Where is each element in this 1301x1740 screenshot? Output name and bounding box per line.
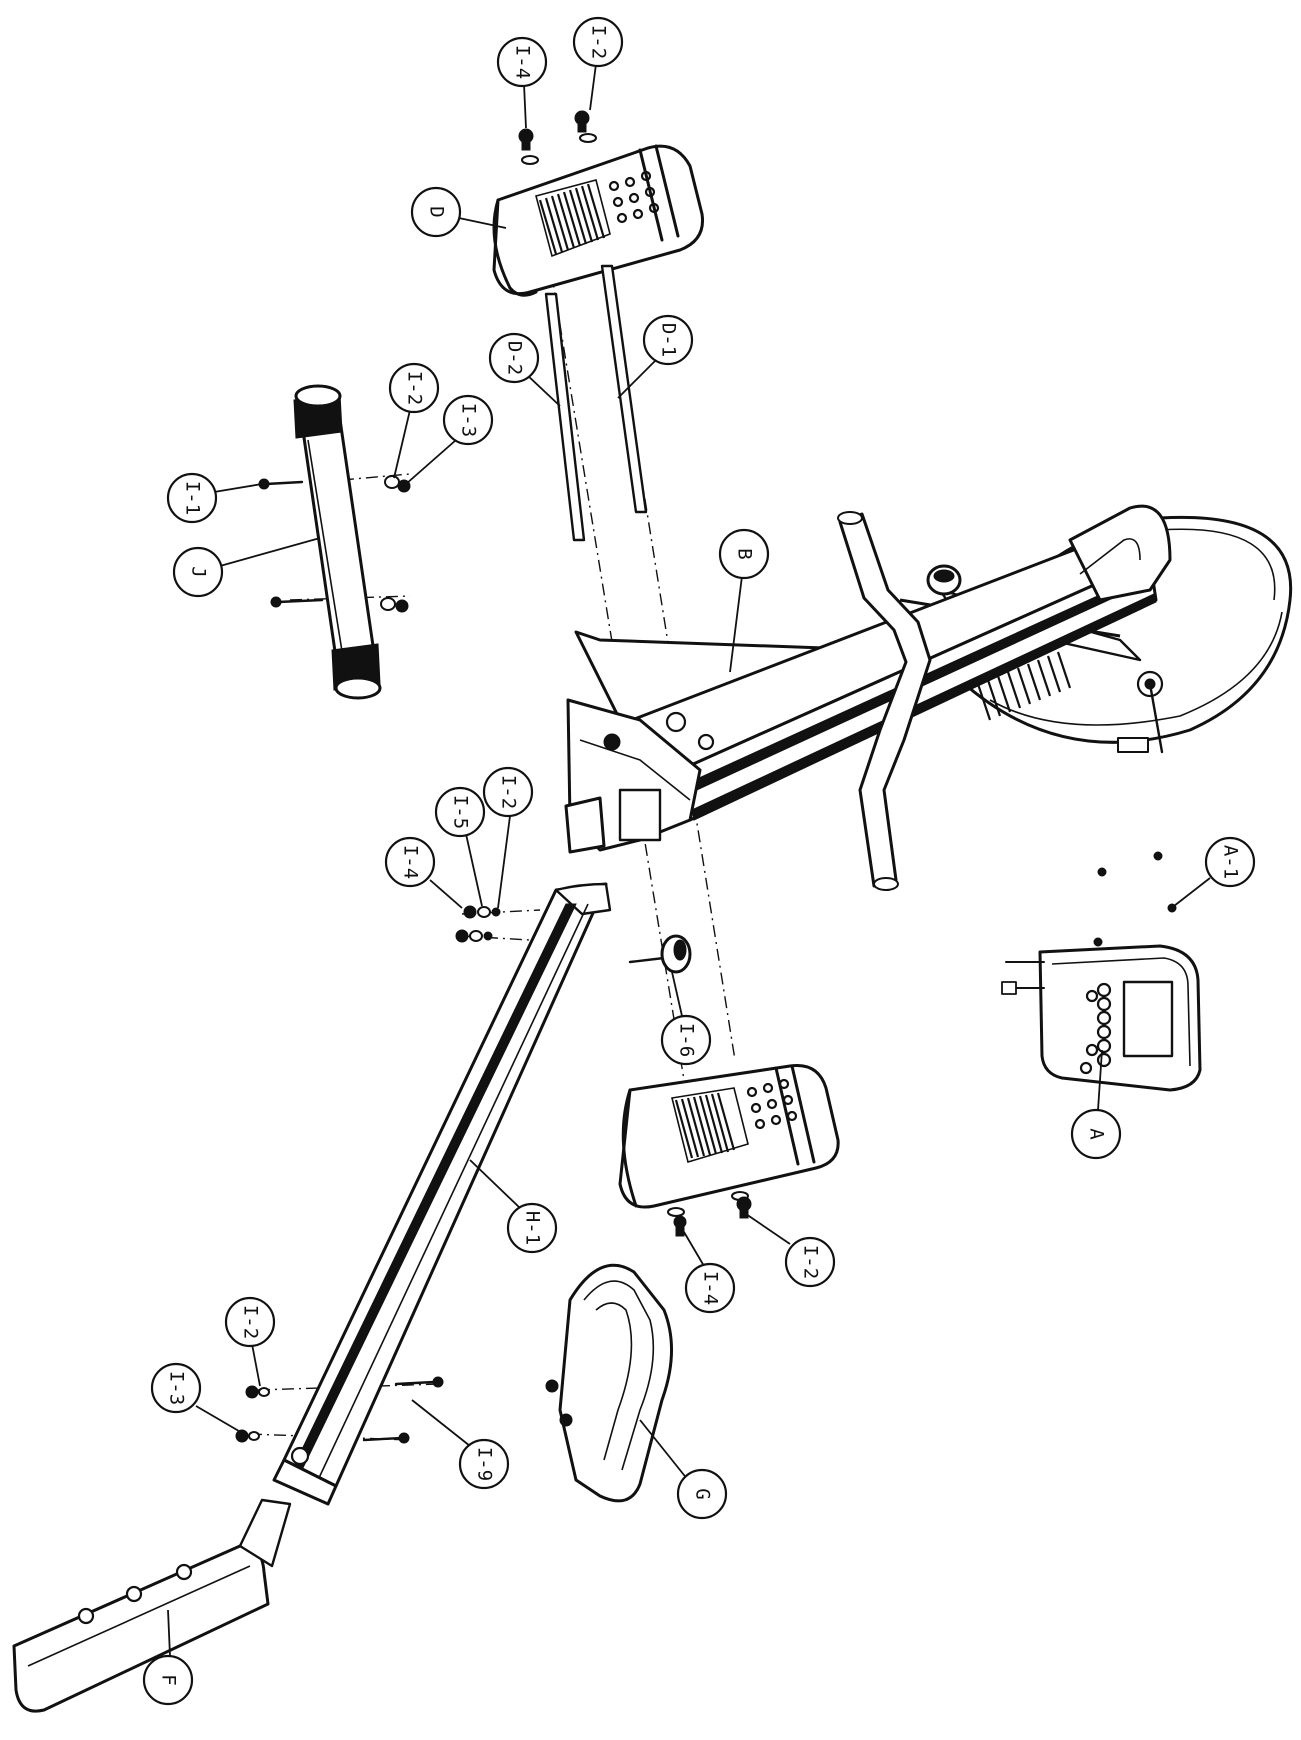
- callout-i2-mid: I-2: [482, 766, 534, 818]
- callout-label: I-4: [512, 45, 534, 79]
- seat-g: [545, 1263, 673, 1503]
- callout-label: I-2: [588, 25, 610, 59]
- callout-label: I-2: [404, 371, 426, 405]
- knob-i6: [628, 934, 692, 974]
- flywheel-fins: [976, 651, 1072, 721]
- rear-stabilizer-f: [12, 1498, 292, 1713]
- callout-j: J: [172, 546, 224, 598]
- callout-i2-j: I-2: [388, 362, 440, 414]
- callout-i9: I-9: [458, 1438, 510, 1490]
- pedal-grille-top: [538, 183, 606, 255]
- callout-label: I-2: [498, 775, 520, 809]
- callout-f: F: [142, 1654, 194, 1706]
- callout-i2-top: I-2: [572, 16, 624, 68]
- leader-lines: [167, 63, 1211, 1657]
- callout-label: J: [188, 566, 210, 577]
- callout-label: D-2: [504, 341, 526, 375]
- callout-label: I-1: [182, 481, 204, 515]
- callout-h1: H-1: [506, 1202, 558, 1254]
- callout-i2-low: I-2: [784, 1236, 836, 1288]
- callout-label: A: [1086, 1128, 1108, 1140]
- callout-label: I-2: [240, 1305, 262, 1339]
- handlebar: [837, 511, 932, 891]
- callout-label: I-5: [450, 795, 472, 829]
- callout-label: I-9: [474, 1447, 496, 1481]
- pedal-rods: [544, 264, 648, 542]
- callout-label: F: [158, 1674, 180, 1685]
- console-a: [1001, 851, 1202, 1092]
- callout-label: G: [692, 1488, 714, 1499]
- callout-label: A-1: [1220, 845, 1242, 879]
- callout-b: B: [718, 528, 770, 580]
- callout-label: I-4: [700, 1271, 722, 1305]
- top-hardware: [518, 110, 597, 165]
- callout-label: B: [734, 548, 756, 559]
- callout-label: H-1: [522, 1211, 544, 1245]
- foot-pedal-bottom: [618, 1063, 840, 1237]
- callout-label: I-3: [166, 1371, 188, 1405]
- callout-label: I-4: [400, 845, 422, 879]
- callout-label: I-3: [458, 403, 480, 437]
- callout-label: D: [426, 206, 448, 217]
- callout-a1: A-1: [1204, 836, 1256, 888]
- callout-i2-bot: I-2: [224, 1296, 276, 1348]
- callout-d: D: [410, 186, 462, 238]
- callout-i6: I-6: [660, 1014, 712, 1066]
- callout-a: A: [1070, 1108, 1122, 1160]
- callout-label: D-1: [658, 323, 680, 357]
- callout-i1: I-1: [166, 472, 218, 524]
- callout-d2: D-2: [488, 332, 540, 384]
- front-stabilizer-j: [258, 384, 411, 700]
- callout-i4-mid: I-4: [384, 836, 436, 888]
- foot-pedal-top: [492, 144, 705, 297]
- callout-label: I-2: [800, 1245, 822, 1279]
- callout-i3-j: I-3: [442, 394, 494, 446]
- callout-i5: I-5: [434, 786, 486, 838]
- callout-label: I-6: [676, 1023, 698, 1057]
- callout-g: G: [676, 1468, 728, 1520]
- callout-d1: D-1: [642, 314, 694, 366]
- callout-i4-low: I-4: [684, 1262, 736, 1314]
- callout-i4-top: I-4: [496, 36, 548, 88]
- pedal-grille-bottom: [674, 1092, 736, 1159]
- callout-i3-bot: I-3: [150, 1362, 202, 1414]
- rail-h1: [235, 882, 612, 1506]
